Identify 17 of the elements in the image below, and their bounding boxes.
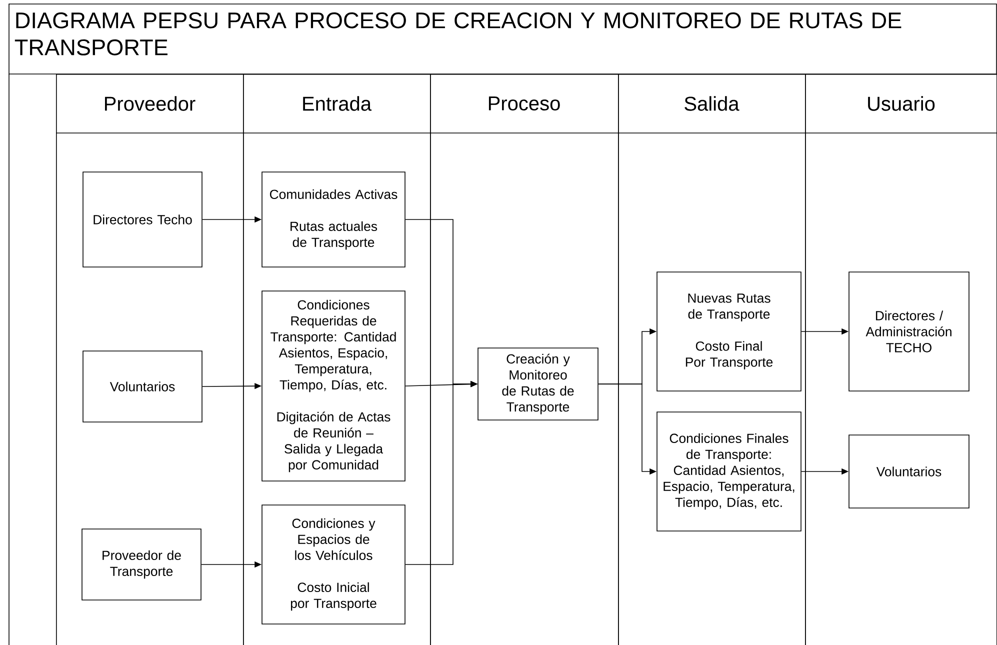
- process-box: Condiciones Finales de Transporte: Cantidad Asientos, Espacio, Temperatura, Tiempo, Días, etc.: [656, 412, 802, 532]
- title-box: DIAGRAMA PEPSU PARA PROCESO DE CREACION Y MONITOREO DE RUTAS DE TRANSPORTE: [8, 4, 997, 74]
- process-box: Voluntarios: [848, 434, 970, 508]
- process-box: Nuevas Rutas de Transporte Costo Final Por Transporte: [656, 272, 802, 392]
- process-box: Comunidades Activas Rutas actuales de Transporte: [262, 172, 406, 268]
- process-box: Creación y Monitoreo de Rutas de Transporte: [478, 348, 598, 420]
- lane-header: Proveedor: [105, 96, 196, 111]
- process-box: Condiciones y Espacios de los Vehículos Costo Inicial por Transporte: [262, 504, 406, 624]
- process-box: Voluntarios: [82, 350, 202, 422]
- process-box: Proveedor de Transporte: [82, 528, 202, 600]
- lane-header: Salida: [684, 96, 740, 111]
- process-box: Directores / Administración TECHO: [848, 272, 970, 392]
- lane-header: Entrada: [303, 96, 372, 111]
- lane-header: Usuario: [868, 96, 935, 111]
- process-box: Directores Techo: [82, 172, 202, 268]
- process-box: Condiciones Requeridas de Transporte: Cantidad Asientos, Espacio, Temperatura, Tiempo, Días, etc. Digitación de Actas de Reunión – Salida y Llegada por Comunidad: [262, 290, 406, 482]
- lane-header: Proceso: [488, 96, 560, 110]
